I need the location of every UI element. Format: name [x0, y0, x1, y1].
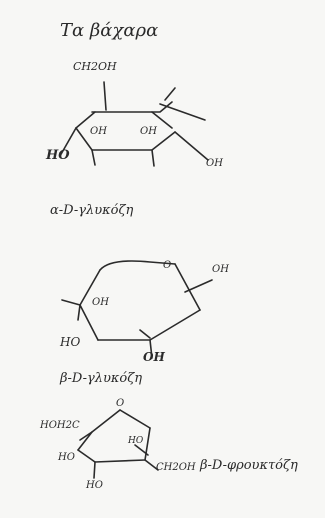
- label-hoh2c: HOH2C: [40, 420, 80, 431]
- structure-name-beta-d-glucose: β-D-γλυκόζη: [60, 371, 143, 386]
- label-ho-bottom: HO: [86, 480, 103, 491]
- label-oh-right: OH: [140, 126, 157, 137]
- label-oh-tail: OH: [206, 158, 223, 169]
- beta-d-glucose-ring: [61, 260, 213, 359]
- label-oh-right: OH: [212, 264, 229, 275]
- label-oh-left: OH: [90, 126, 107, 137]
- page-title: Τα βάχαρα: [60, 20, 159, 41]
- label-ring-oxygen: O: [116, 398, 125, 409]
- label-ch2oh: CH2OH: [156, 462, 196, 473]
- label-ho-left: HO: [60, 335, 81, 349]
- label-ho-inner: HO: [128, 436, 144, 446]
- label-ho-left: HO: [58, 452, 75, 463]
- alpha-d-glucose-ring: [59, 81, 209, 167]
- structure-name-beta-d-fructose: β-D-φρουκτόζη: [200, 458, 298, 473]
- label-ring-oxygen: O: [163, 260, 172, 271]
- label-ho-left: HO: [46, 148, 70, 163]
- structure-name-alpha-d-glucose: α-D-γλυκόζη: [50, 203, 134, 218]
- label-ch2oh: CH2OH: [73, 60, 117, 73]
- label-oh-bottom: OH: [143, 350, 165, 364]
- beta-d-fructose-ring: [77, 409, 159, 479]
- label-oh-inner: OH: [92, 297, 109, 308]
